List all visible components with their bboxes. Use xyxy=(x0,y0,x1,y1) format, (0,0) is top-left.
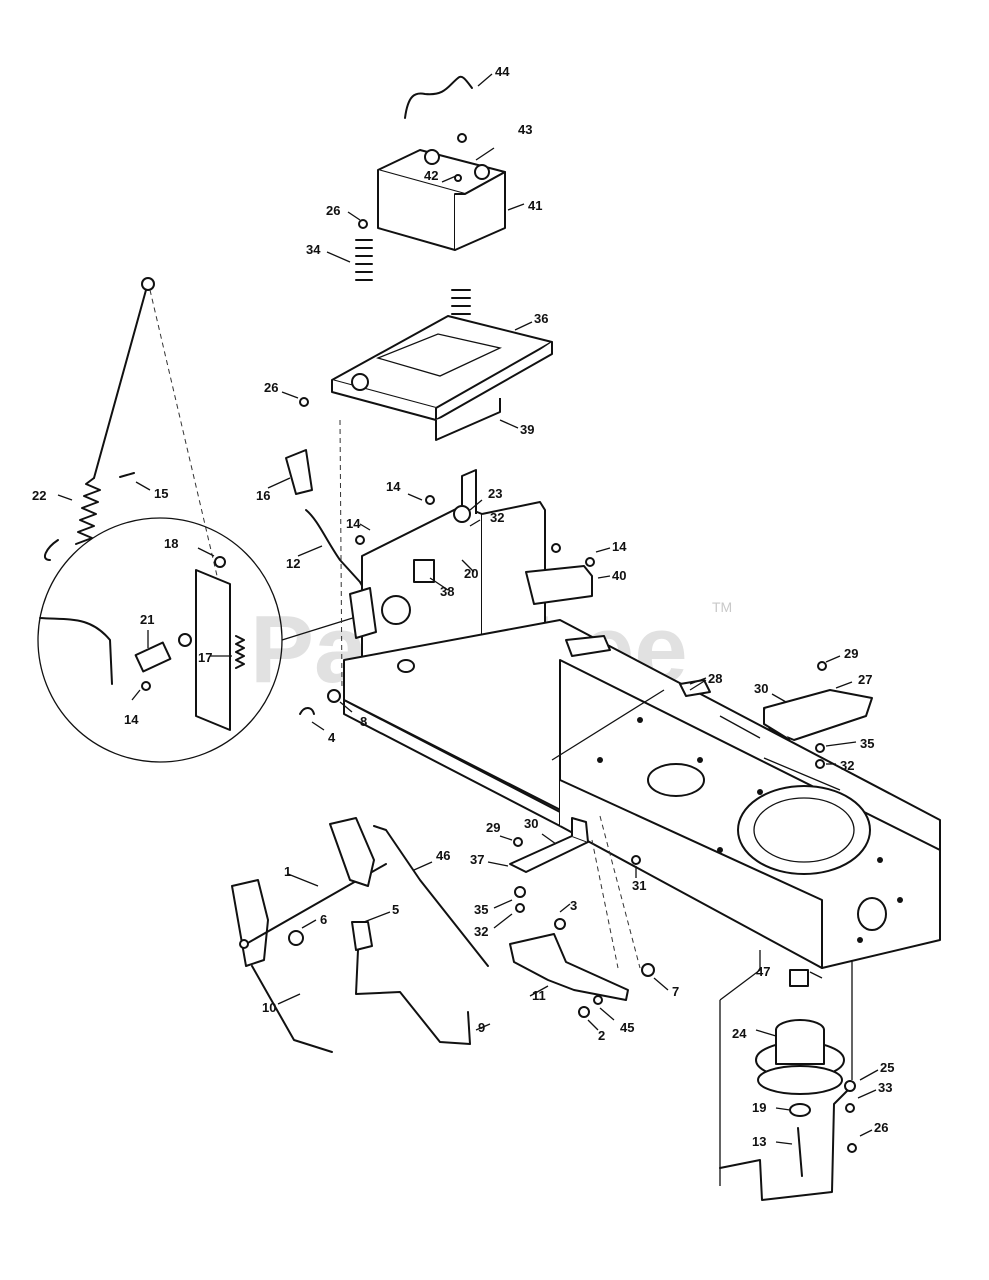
callout-6: 6 xyxy=(320,912,327,927)
callout-32-c: 32 xyxy=(474,924,488,939)
callout-23: 23 xyxy=(488,486,502,501)
callout-45: 45 xyxy=(620,1020,634,1035)
callout-20: 20 xyxy=(464,566,478,581)
callout-32-a: 32 xyxy=(490,510,504,525)
callout-46: 46 xyxy=(436,848,450,863)
callout-13: 13 xyxy=(752,1134,766,1149)
battery xyxy=(377,133,525,251)
callout-11: 11 xyxy=(532,988,546,1003)
callout-18: 18 xyxy=(164,536,178,551)
callout-22: 22 xyxy=(32,488,46,503)
main-frame xyxy=(299,619,941,969)
callout-31: 31 xyxy=(632,878,646,893)
callout-35-b: 35 xyxy=(474,902,488,917)
battery-tray xyxy=(281,315,553,441)
callout-15: 15 xyxy=(154,486,168,501)
callout-19: 19 xyxy=(752,1100,766,1115)
callout-9: 9 xyxy=(478,1020,485,1035)
watermark-trademark: TM xyxy=(712,599,732,615)
callout-42: 42 xyxy=(424,168,438,183)
callout-26-c: 26 xyxy=(874,1120,888,1135)
callout-44: 44 xyxy=(495,64,510,79)
callout-14-c: 14 xyxy=(612,539,627,554)
callout-29-b: 29 xyxy=(486,820,500,835)
callout-39: 39 xyxy=(520,422,534,437)
callout-29-a: 29 xyxy=(844,646,858,661)
bell-crank xyxy=(509,903,669,1031)
callout-21: 21 xyxy=(140,612,154,627)
callout-34: 34 xyxy=(306,242,321,257)
callout-33: 33 xyxy=(878,1080,892,1095)
callout-38: 38 xyxy=(440,584,454,599)
callout-5: 5 xyxy=(392,902,399,917)
callout-12: 12 xyxy=(286,556,300,571)
callout-16: 16 xyxy=(256,488,270,503)
bracket-37 xyxy=(487,815,641,969)
callout-27: 27 xyxy=(858,672,872,687)
battery-springs xyxy=(326,211,471,323)
lift-shaft xyxy=(231,817,491,1053)
callout-25: 25 xyxy=(880,1060,894,1075)
callout-2: 2 xyxy=(598,1028,605,1043)
callout-36: 36 xyxy=(534,311,548,326)
callout-47: 47 xyxy=(756,964,770,979)
callout-17: 17 xyxy=(198,650,212,665)
callout-8: 8 xyxy=(360,714,367,729)
callout-26-a: 26 xyxy=(326,203,340,218)
callout-28: 28 xyxy=(708,671,722,686)
battery-cable xyxy=(404,73,493,119)
callout-14-b: 14 xyxy=(346,516,361,531)
callout-37: 37 xyxy=(470,852,484,867)
lift-lever xyxy=(267,449,371,601)
callout-7: 7 xyxy=(672,984,679,999)
callout-43: 43 xyxy=(518,122,532,137)
callout-4: 4 xyxy=(328,730,336,745)
callout-10: 10 xyxy=(262,1000,276,1015)
callout-24: 24 xyxy=(732,1026,747,1041)
callout-30-a: 30 xyxy=(754,681,768,696)
callout-40: 40 xyxy=(612,568,626,583)
callout-35-a: 35 xyxy=(860,736,874,751)
callout-32-b: 32 xyxy=(840,758,854,773)
detail-inset xyxy=(37,517,373,763)
tension-spring xyxy=(43,277,219,581)
callout-14-a: 14 xyxy=(386,479,401,494)
callout-26-b: 26 xyxy=(264,380,278,395)
callout-14-d: 14 xyxy=(124,712,139,727)
callout-labels: 44 43 42 41 26 34 36 26 39 22 15 16 14 2… xyxy=(32,64,894,1149)
callout-41: 41 xyxy=(528,198,542,213)
callout-30-b: 30 xyxy=(524,816,538,831)
idler-pulley xyxy=(719,950,879,1201)
callout-3: 3 xyxy=(570,898,577,913)
callout-1: 1 xyxy=(284,864,291,879)
